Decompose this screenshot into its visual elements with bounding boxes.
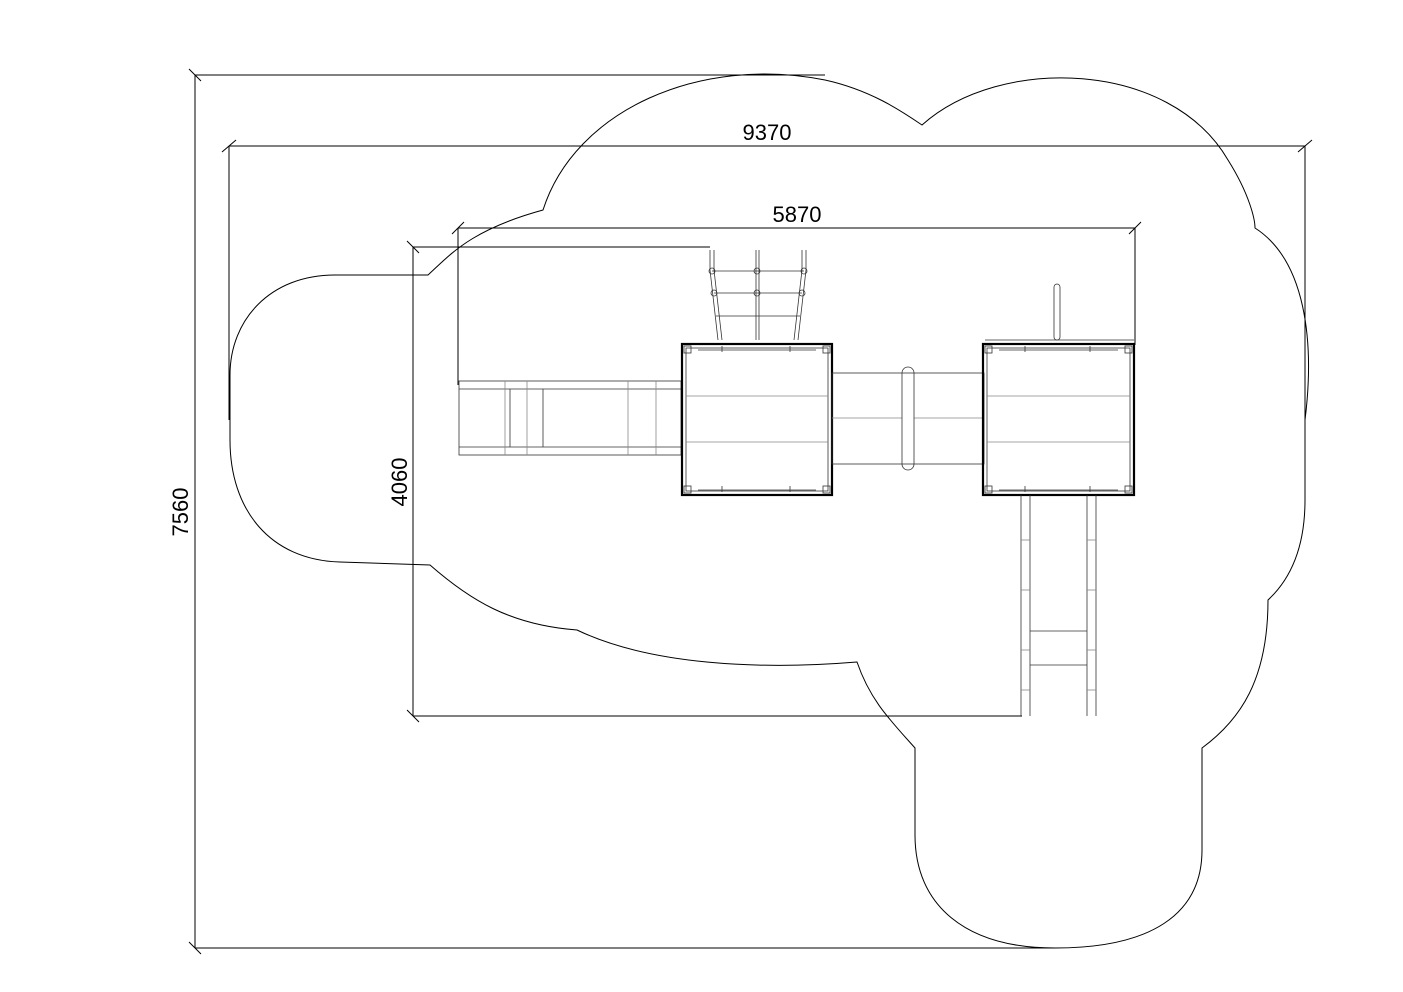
dimension-label-4060: 4060 — [387, 458, 412, 507]
dimension-5870: 5870 — [451, 202, 1142, 385]
dimension-4060: 4060 — [387, 240, 1022, 723]
left-slide — [458, 380, 682, 456]
dimension-7560: 7560 — [168, 68, 1055, 955]
right-tower — [981, 339, 1136, 497]
pole — [1053, 283, 1061, 341]
tunnel-bridge — [831, 366, 985, 471]
climbing-net — [708, 250, 808, 341]
dimension-label-7560: 7560 — [168, 488, 193, 537]
dimension-label-9370: 9370 — [743, 120, 792, 145]
dimension-label-5870: 5870 — [773, 202, 822, 227]
dimension-9370: 9370 — [221, 120, 1313, 420]
left-tower — [680, 342, 834, 497]
access-ladder — [1020, 495, 1097, 716]
safety-zone-outline — [229, 73, 1309, 949]
